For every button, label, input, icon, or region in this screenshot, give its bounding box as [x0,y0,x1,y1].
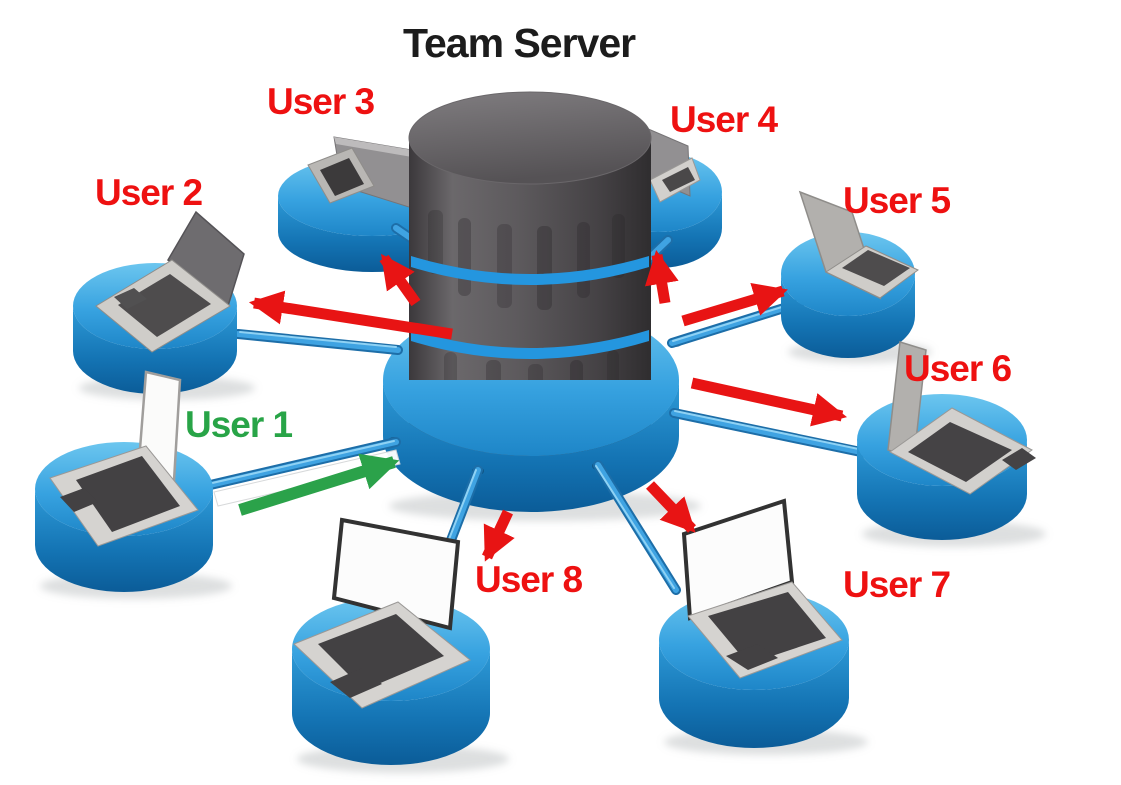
user-3-laptop [307,136,413,209]
database-ring [411,256,649,285]
sync-arrow-user-7 [646,481,696,533]
network-tube-user-1 [201,437,401,507]
user-5-laptop [798,190,919,300]
network-tube-user-7 [593,460,681,595]
label-user-2: User 2 [95,172,203,213]
label-user-4: User 4 [670,99,778,140]
network-tube-user-6 [669,408,885,461]
label-user-8: User 8 [475,559,583,600]
server-title: Team Server [403,20,636,66]
user-8-laptop [293,517,471,709]
sync-arrow-user-3 [379,253,421,307]
sync-arrows [238,249,847,562]
user-6-laptop [887,341,1036,495]
sync-arrow-user-6 [690,377,847,427]
user-1-laptop [49,370,199,547]
sync-arrow-user-8 [482,509,515,562]
label-user-7: User 7 [843,564,951,605]
label-user-5: User 5 [843,180,951,221]
network-tubes [201,298,885,605]
label-user-6: User 6 [904,348,1012,389]
user-2-laptop [95,210,245,353]
network-tube-user-2 [233,329,403,355]
sync-arrow-user-2 [248,290,453,340]
sync-arrow-user-5 [681,282,788,327]
upload-arrow-user-1 [238,453,400,516]
tube-reflection [213,449,401,507]
user-7-laptop [681,498,843,679]
label-user-1: User 1 [185,404,293,445]
database-ring [411,330,649,359]
sync-arrow-user-4 [644,249,679,304]
label-user-3: User 3 [267,81,375,122]
user-4-laptop [645,127,701,203]
